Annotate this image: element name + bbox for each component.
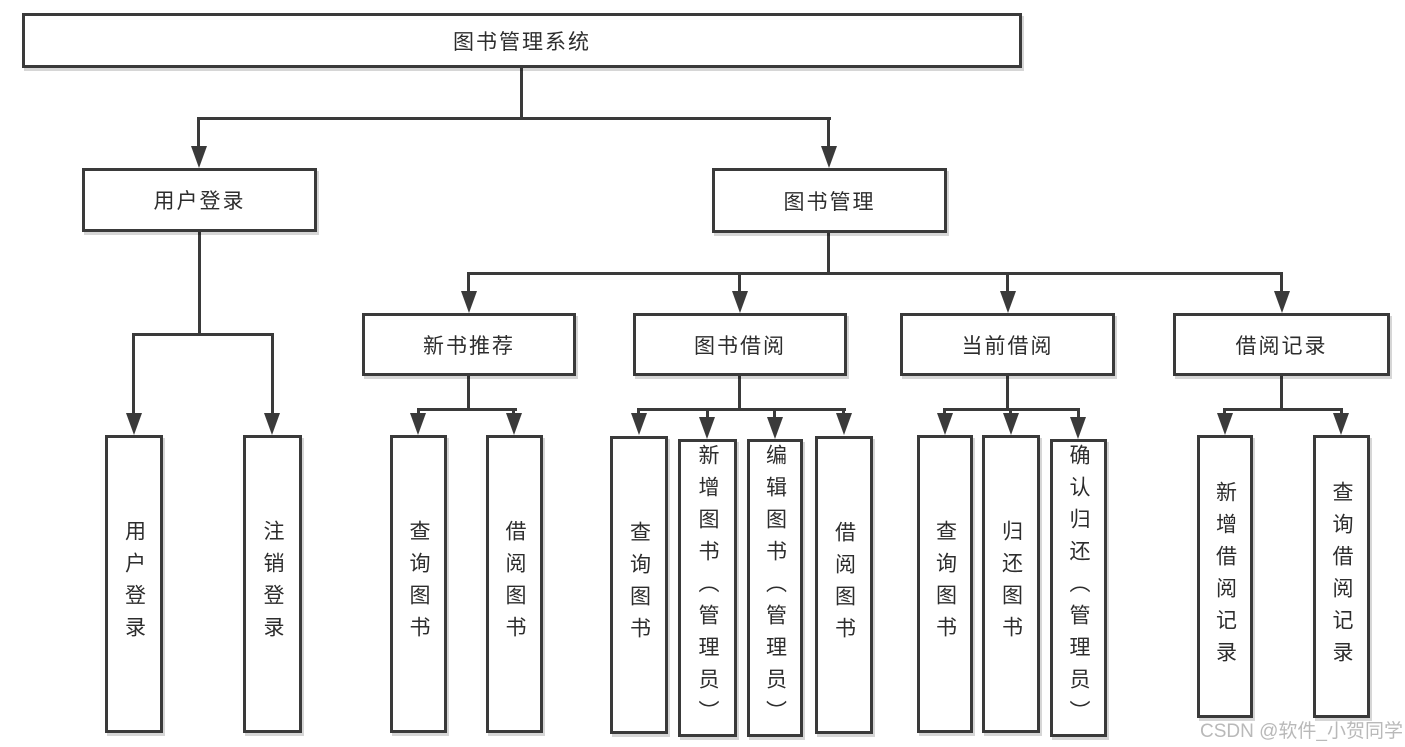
arrow-down-icon <box>461 291 477 313</box>
leaf-bb-edit-book-admin: 编辑图书（管理员） <box>747 439 803 737</box>
connector-level3-drop <box>738 272 741 294</box>
node-root: 图书管理系统 <box>22 13 1022 68</box>
node-label: 借阅记录 <box>1235 334 1328 358</box>
connector-book-borrow-vline <box>738 376 741 411</box>
arrow-down-icon <box>1003 413 1019 435</box>
leaf-cb-return-book: 归还图书 <box>982 435 1040 733</box>
node-label: 图书管理 <box>783 190 876 214</box>
node-label: 新书推荐 <box>423 334 515 358</box>
node-book-management: 图书管理 <box>712 168 947 233</box>
arrow-down-icon <box>191 146 207 168</box>
leaf-bb-query-book: 查询图书 <box>610 436 668 734</box>
arrow-down-icon <box>1274 291 1290 313</box>
watermark: CSDN @软件_小贺同学 <box>1200 721 1403 742</box>
connector-book-borrow-children-bar <box>637 408 846 411</box>
node-label: 借阅图书 <box>503 520 526 648</box>
node-label: 查询图书 <box>627 521 651 649</box>
leaf-user-login: 用户登录 <box>105 435 163 733</box>
node-new-book-recommend: 新书推荐 <box>362 313 576 376</box>
node-label: 图书管理系统 <box>453 30 591 54</box>
connector-root-vline <box>520 68 523 118</box>
connector-leaf-drop <box>1077 408 1080 420</box>
connector-current-borrow-vline <box>1006 376 1009 411</box>
node-label: 用户登录 <box>122 520 146 648</box>
connector-leaf-drop <box>773 408 776 420</box>
connector-borrow-record-vline <box>1280 376 1283 411</box>
arrow-down-icon <box>1333 413 1349 435</box>
connector-user-login-vline <box>198 231 201 333</box>
arrow-down-icon <box>264 413 280 435</box>
leaf-bb-add-book-admin: 新增图书（管理员） <box>678 439 737 737</box>
leaf-br-add-record: 新增借阅记录 <box>1197 435 1253 718</box>
connector-user-login-children-bar <box>132 333 274 336</box>
connector-level3-drop <box>1280 272 1283 294</box>
connector-leaf-drop <box>271 333 274 415</box>
connector-level3-bar <box>467 272 1283 275</box>
leaf-cb-query-book: 查询图书 <box>917 435 973 733</box>
leaf-br-query-record: 查询借阅记录 <box>1313 435 1370 718</box>
leaf-logout: 注销登录 <box>243 435 302 733</box>
connector-borrow-record-children-bar <box>1223 408 1343 411</box>
arrow-down-icon <box>1070 417 1086 439</box>
arrow-down-icon <box>821 146 837 168</box>
node-label: 确认归还（管理员） <box>1067 444 1090 732</box>
leaf-bb-borrow-book: 借阅图书 <box>815 436 873 734</box>
connector-book-management-drop <box>827 117 830 150</box>
node-label: 用户登录 <box>153 190 246 213</box>
arrow-down-icon <box>126 413 142 435</box>
arrow-down-icon <box>836 413 852 435</box>
connector-level2-bar <box>197 117 831 120</box>
connector-leaf-drop <box>132 333 135 415</box>
connector-book-management-vline <box>827 233 830 275</box>
node-label: 当前借阅 <box>961 334 1054 358</box>
leaf-nb-query-book: 查询图书 <box>390 435 447 733</box>
connector-leaf-drop <box>706 408 709 420</box>
node-book-borrow: 图书借阅 <box>633 313 847 376</box>
leaf-cb-confirm-return-admin: 确认归还（管理员） <box>1050 439 1107 737</box>
connector-level3-drop <box>467 272 470 294</box>
arrow-down-icon <box>767 417 783 439</box>
arrow-down-icon <box>699 417 715 439</box>
connector-new-book-children-bar <box>417 408 517 411</box>
arrow-down-icon <box>631 413 647 435</box>
arrow-down-icon <box>937 413 953 435</box>
node-user-login: 用户登录 <box>82 168 317 232</box>
node-label: 查询图书 <box>933 520 957 648</box>
connector-level3-drop <box>1006 272 1009 294</box>
arrow-down-icon <box>1000 291 1016 313</box>
arrow-down-icon <box>732 291 748 313</box>
node-label: 借阅图书 <box>832 521 856 649</box>
node-label: 查询图书 <box>407 520 430 648</box>
node-label: 归还图书 <box>999 520 1023 648</box>
node-label: 新增借阅记录 <box>1213 480 1237 673</box>
node-label: 查询借阅记录 <box>1330 480 1353 673</box>
node-label: 注销登录 <box>261 520 284 648</box>
arrow-down-icon <box>1217 413 1233 435</box>
node-label: 图书借阅 <box>694 334 786 358</box>
leaf-nb-borrow-book: 借阅图书 <box>486 435 543 733</box>
node-current-borrow: 当前借阅 <box>900 313 1115 376</box>
arrow-down-icon <box>410 413 426 435</box>
connector-user-login-drop <box>197 117 200 150</box>
node-borrow-record: 借阅记录 <box>1173 313 1390 376</box>
node-label: 新增图书（管理员） <box>696 444 719 732</box>
connector-new-book-vline <box>467 376 470 411</box>
node-label: 编辑图书（管理员） <box>763 444 787 732</box>
arrow-down-icon <box>506 413 522 435</box>
